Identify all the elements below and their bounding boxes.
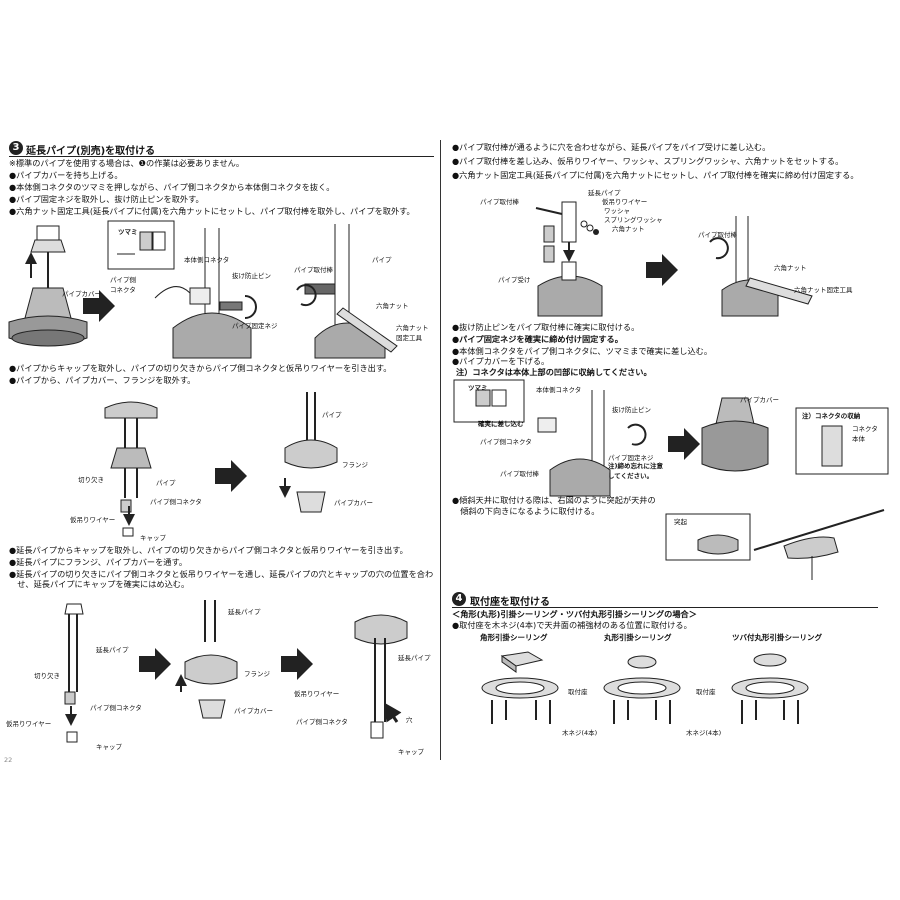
figure-4-rod-insertion — [535, 201, 813, 317]
fig5-pipe-connector: パイプ側コネクタ — [480, 438, 532, 446]
step-c-1: ●延長パイプにフランジ、パイプカバーを通す。 — [9, 557, 188, 567]
r-step-c-0: ●傾斜天井に取付ける際は、右図のように突起が天井の — [452, 495, 656, 505]
fig4-hexnut2: 六角ナット — [774, 264, 807, 272]
type1-title: 角形引掛シーリング — [480, 633, 548, 642]
r-step-a-2: ●六角ナット固定工具(延長パイプに付属)を六角ナットにセットし、パイプ取付棒を確… — [452, 170, 859, 180]
section-3-rule — [9, 156, 434, 157]
step-c-0: ●延長パイプからキャップを取外し、パイプの切り欠きからパイプ側コネクタと仮吊りワ… — [9, 545, 408, 555]
section-4-subtitle: ＜角形(丸形)引掛シーリング・ツバ付丸形引掛シーリングの場合＞ — [452, 609, 697, 619]
fig3-ext-pipe3: 延長パイプ — [398, 654, 431, 662]
fig3-cap2: キャップ — [398, 748, 424, 756]
r-step-b-1: ●パイプ固定ネジを確実に締め付け固定する。 — [452, 334, 623, 344]
fig2-cover: パイプカバー — [334, 499, 373, 507]
base-label-1: 取付座 — [568, 688, 588, 696]
fig1-pipe: パイプ — [372, 256, 392, 264]
step-a-0: ※標準のパイプを使用する場合は、❶の作業は必要ありません。 — [9, 158, 245, 168]
step-a-1: ●パイプカバーを持ち上げる。 — [9, 170, 123, 180]
fig1-rod: パイプ取付棒 — [294, 266, 333, 274]
step-a-2: ●本体側コネクタのツマミを押しながら、パイプ側コネクタから本体側コネクタを抜く。 — [9, 182, 335, 192]
section-4-number: 4 — [452, 592, 466, 606]
figure-5-connector-insertion — [453, 379, 889, 497]
fig5-tsumami: ツマミ — [468, 384, 488, 392]
r-note-title: 注）コネクタは本体上部の凹部に収納してください。 — [456, 367, 652, 377]
fig5-pin: 抜け防止ピン — [612, 406, 651, 414]
fig5-caution: 注)締め忘れに注意 してください。 — [608, 462, 663, 480]
fig5-rod: パイプ取付棒 — [500, 470, 539, 478]
fig4-tool: 六角ナット固定工具 — [794, 286, 853, 294]
step-c-3: せ、延長パイプにキャップを確実にはめ込む。 — [9, 579, 190, 589]
fig3-hole: 穴 — [406, 716, 413, 724]
fig3-ext-pipe: 延長パイプ — [96, 646, 129, 654]
fig3-wire: 仮吊りワイヤー — [6, 720, 52, 728]
fig3-flange: フランジ — [244, 670, 270, 678]
figure-3-extension-pipe — [64, 600, 408, 743]
fig5-screw: パイプ固定ネジ — [608, 454, 654, 462]
section-3-number: 3 — [9, 141, 23, 155]
r-step-c-1: 傾斜の下向きになるように取付ける。 — [452, 506, 600, 516]
fig1-hexnut: 六角ナット — [376, 302, 409, 310]
section-4-step: ●取付座を木ネジ(4本)で天井面の補強材のある位置に取付ける。 — [452, 620, 692, 630]
fig2-flange: フランジ — [342, 461, 368, 469]
fig5-cover: パイプカバー — [740, 396, 779, 404]
fig1-pin: 抜け防止ピン — [232, 272, 271, 280]
figure-6-slanted-ceiling — [665, 509, 885, 580]
fig1-screw: パイプ固定ネジ — [232, 322, 278, 330]
fig6-protrusion: 突起 — [674, 518, 687, 526]
fig4-spring: スプリングワッシャ — [604, 216, 663, 224]
type3-title: ツバ付丸形引掛シーリング — [732, 633, 822, 642]
r-step-b-0: ●抜け防止ピンをパイプ取付棒に確実に取付ける。 — [452, 322, 640, 332]
section-3-title: 延長パイプ(別売)を取付ける — [26, 146, 156, 157]
fig2-notch: 切り欠き — [78, 476, 104, 484]
fig1-pipe-connector: パイプ側 コネクタ — [110, 276, 136, 294]
fig3-pipe-connector2: パイプ側コネクタ — [296, 718, 348, 726]
step-c-2: ●延長パイプの切り欠きにパイプ側コネクタと仮吊りワイヤーを通し、延長パイプの穴と… — [9, 569, 434, 579]
fig4-receiver: パイプ受け — [498, 276, 531, 284]
fig3-cap: キャップ — [96, 743, 122, 751]
fig4-ext-pipe: 延長パイプ — [588, 189, 621, 197]
section-4-title: 取付座を取付ける — [470, 597, 550, 608]
fig3-wire2: 仮吊りワイヤー — [294, 690, 340, 698]
section-4-rule — [452, 607, 878, 608]
type2-title: 丸形引掛シーリング — [604, 633, 672, 642]
step-b-0: ●パイプからキャップを取外し、パイプの切り欠きからパイプ側コネクタと仮吊りワイヤ… — [9, 363, 392, 373]
fig2-wire: 仮吊りワイヤー — [70, 516, 116, 524]
fig4-hexnut: 六角ナット — [612, 225, 645, 233]
figure-2-pipe-disassembly — [104, 392, 338, 537]
fig5-body-connector: 本体側コネクタ — [536, 386, 582, 394]
r-step-b-2: ●本体側コネクタをパイプ側コネクタに、ツマミまで確実に差し込む。 — [452, 346, 713, 356]
screw-label-2: 木ネジ(4本) — [686, 729, 722, 737]
step-a-3: ●パイプ固定ネジを取外し、抜け防止ピンを取外す。 — [9, 194, 204, 204]
r-step-a-1: ●パイプ取付棒を差し込み、仮吊りワイヤー、ワッシャ、スプリングワッシャ、六角ナッ… — [452, 156, 844, 166]
fig4-washer: ワッシャ — [604, 207, 630, 215]
fig3-ext-pipe2: 延長パイプ — [228, 608, 261, 616]
figure-1-fan-top — [8, 220, 398, 359]
r-step-a-0: ●パイプ取付棒が通るように穴を合わせながら、延長パイプをパイプ受けに差し込む。 — [452, 142, 771, 152]
fig1-pipe-cover: パイプカバー — [62, 290, 101, 298]
fig4-rod: パイプ取付棒 — [480, 198, 519, 206]
fig5-note-box-title: 注）コネクタの収納 — [802, 412, 861, 420]
fig4-rod2: パイプ取付棒 — [698, 231, 737, 239]
fig1-tsumami: ツマミ — [118, 228, 138, 236]
screw-label-1: 木ネジ(4本) — [562, 729, 598, 737]
fig4-wire: 仮吊りワイヤー — [602, 198, 648, 206]
r-step-b-3: ●パイプカバーを下げる。 — [452, 356, 550, 366]
fig1-body-connector: 本体側コネクタ — [184, 256, 230, 264]
fig2-pipe: パイプ — [156, 479, 176, 487]
step-b-1: ●パイプから、パイプカバー、フランジを取外す。 — [9, 375, 196, 385]
fig3-pipe-connector: パイプ側コネクタ — [90, 704, 142, 712]
fig5-connector-body: コネクタ 本体 — [852, 425, 878, 443]
figure-7-mounting-base — [481, 651, 809, 724]
page-number: 22 — [4, 756, 13, 764]
fig3-notch: 切り欠き — [34, 672, 60, 680]
fig2-cap: キャップ — [140, 534, 166, 542]
fig3-cover: パイプカバー — [234, 707, 273, 715]
fig1-tool: 六角ナット 固定工具 — [396, 324, 429, 342]
center-divider — [440, 140, 441, 760]
base-label-2: 取付座 — [696, 688, 716, 696]
fig2-pipe-connector: パイプ側コネクタ — [150, 498, 202, 506]
step-a-4: ●六角ナット固定工具(延長パイプに付属)を六角ナットにセットし、パイプ取付棒を取… — [9, 206, 415, 216]
fig2-pipe2: パイプ — [322, 411, 342, 419]
fig5-insert: 確実に差し込む — [478, 420, 524, 428]
